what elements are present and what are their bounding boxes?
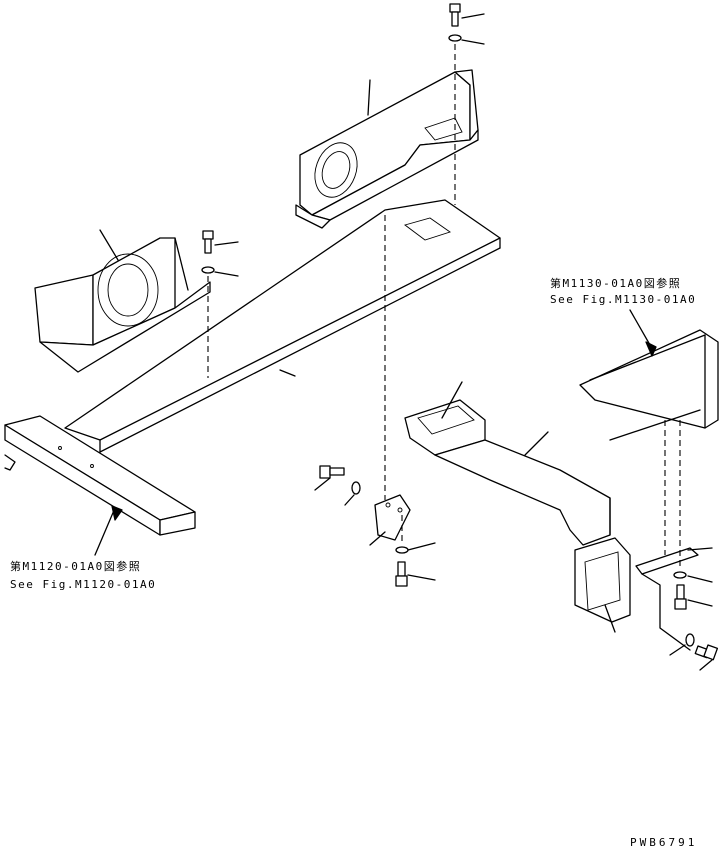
reference-upper-jp: 第M1130-01A0図参照 [550, 276, 681, 290]
duct-assembly [404, 399, 631, 623]
left-fan-shroud [34, 237, 211, 373]
reference-upper-en: See Fig.M1130-01A0 [550, 293, 696, 306]
assembly-lines [207, 44, 681, 570]
frame-beam [64, 199, 501, 453]
right-frame-part [579, 329, 719, 429]
callout-leaders [94, 13, 713, 671]
drawing-code: PWB6791 [630, 836, 697, 849]
reference-lower-en: See Fig.M1120-01A0 [10, 578, 156, 591]
center-bracket [374, 494, 411, 541]
upper-fan-shroud [295, 69, 479, 229]
reference-lower-jp: 第M1120-01A0図参照 [10, 559, 141, 573]
right-bracket [635, 547, 699, 651]
fasteners [201, 3, 719, 661]
front-cross-member [4, 415, 196, 536]
